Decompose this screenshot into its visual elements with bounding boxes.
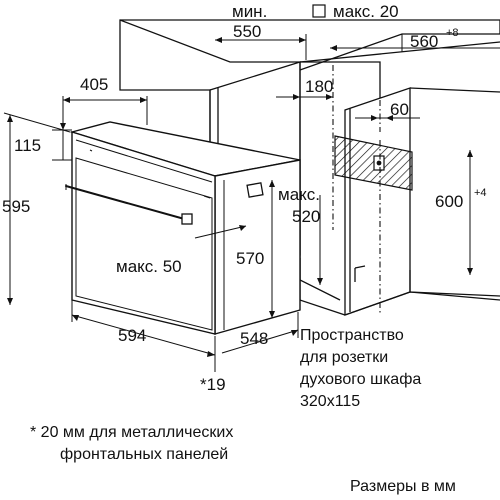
units-label: Размеры в мм — [350, 478, 456, 495]
footnote: * 20 мм для металлических фронтальных па… — [30, 424, 233, 463]
socket-note-line4: 320x115 — [300, 393, 360, 410]
socket-note-line1: Пространство — [300, 327, 404, 344]
label-max50: макс. 50 — [116, 257, 182, 276]
label-595: 595 — [2, 197, 30, 216]
label-520: 520 — [292, 207, 320, 226]
label-405: 405 — [80, 75, 108, 94]
label-star19: *19 — [200, 375, 226, 394]
label-600-sup: +4 — [474, 187, 487, 199]
label-600: 600 — [435, 192, 463, 211]
dimension-labels: мин. 550 макс. 20 560 +8 405 180 60 115 … — [2, 2, 487, 394]
label-570: 570 — [236, 249, 264, 268]
label-560: 560 — [410, 32, 438, 51]
label-550: 550 — [233, 22, 261, 41]
center-lines — [332, 65, 381, 315]
label-594: 594 — [118, 326, 146, 345]
socket-note-line3: духового шкафа — [300, 371, 421, 388]
label-60: 60 — [390, 100, 409, 119]
socket-area — [334, 135, 413, 191]
label-max: макс. — [278, 185, 320, 204]
socket-note-line2: для розетки — [300, 349, 388, 366]
checkbox-icon — [312, 4, 326, 18]
oven — [65, 121, 301, 335]
socket-note: Пространство для розетки духового шкафа … — [300, 327, 421, 410]
footnote-line1: * 20 мм для металлических — [30, 424, 233, 441]
footnote-line2: фронтальных панелей — [60, 446, 228, 463]
label-560-sup: +8 — [446, 27, 459, 39]
label-115: 115 — [14, 136, 41, 155]
dimension-lines — [3, 34, 500, 372]
label-max20: макс. 20 — [333, 2, 399, 21]
label-min: мин. — [232, 2, 267, 21]
label-180: 180 — [305, 77, 333, 96]
label-548: 548 — [240, 329, 268, 348]
